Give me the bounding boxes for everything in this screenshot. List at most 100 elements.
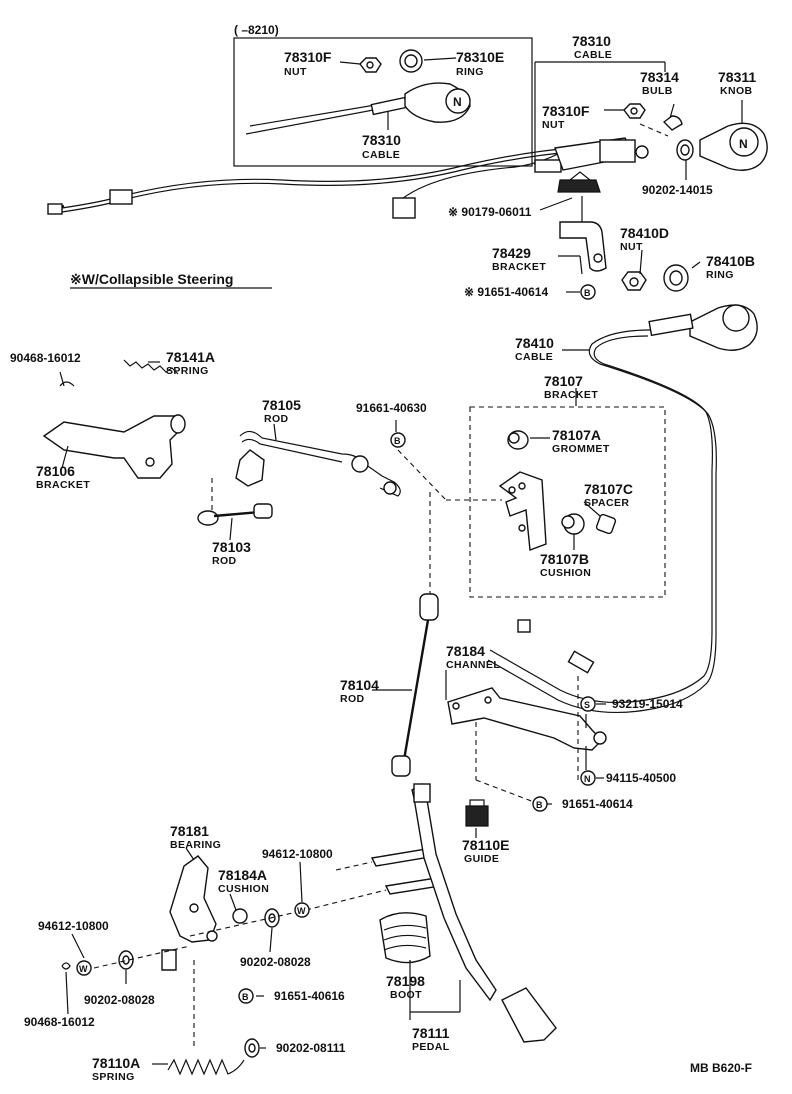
bracket-78107-group — [469, 406, 666, 598]
channel-78184-icon — [447, 687, 607, 803]
label-91651-40616: 91651-40616 — [274, 989, 345, 1003]
bulb-78314-icon — [639, 115, 683, 137]
svg-text:S: S — [584, 700, 590, 710]
name-78105: ROD — [264, 413, 289, 425]
label-78311: 78311 — [718, 69, 756, 85]
svg-text:W: W — [79, 964, 88, 974]
boot-78198-icon — [379, 912, 431, 964]
label-90179-06011: ※ 90179-06011 — [448, 205, 532, 219]
name-78106: BRACKET — [36, 479, 90, 491]
rod-78104-icon — [391, 492, 439, 777]
label-90468-16012-b: 90468-16012 — [24, 1015, 95, 1029]
svg-text:W: W — [297, 906, 306, 916]
svg-text:B: B — [584, 288, 591, 298]
connector-left-line — [93, 945, 191, 969]
bracket-78107-icon — [498, 471, 547, 551]
bearing-78181-icon — [161, 855, 218, 1050]
inset-ring-icon — [399, 49, 423, 73]
nut-78410D-icon — [621, 271, 647, 291]
name-78310-top: CABLE — [574, 49, 612, 61]
marker-b-1: B — [390, 432, 406, 448]
label-78310F-inset: 78310F — [284, 49, 332, 65]
label-78107C: 78107C — [584, 481, 633, 497]
label-78429: 78429 — [492, 245, 531, 261]
marker-n: N — [580, 770, 596, 786]
grommet-78107A-icon — [507, 430, 529, 450]
label-78198: 78198 — [386, 973, 425, 989]
name-78410D: NUT — [620, 241, 643, 253]
label-78181: 78181 — [170, 823, 209, 839]
rod-78105-icon — [235, 430, 401, 497]
label-78104: 78104 — [340, 677, 379, 693]
label-78110E: 78110E — [462, 837, 510, 853]
name-78141A: SPRING — [166, 365, 209, 377]
label-78105: 78105 — [262, 397, 301, 413]
label-78310-inset: 78310 — [362, 132, 401, 148]
label-90468-16012-a: 90468-16012 — [10, 351, 81, 365]
label-90202-14015: 90202-14015 — [642, 183, 713, 197]
label-94612-10800-a: 94612-10800 — [38, 919, 109, 933]
label-90202-08111: 90202-08111 — [276, 1041, 346, 1055]
name-78184: CHANNEL — [446, 659, 500, 671]
rod-78103-icon — [197, 478, 273, 526]
clip-90468-16012-b-icon — [61, 962, 71, 970]
label-78310-top: 78310 — [572, 33, 611, 49]
label-91661-40630: 91661-40630 — [356, 401, 427, 415]
svg-text:N: N — [584, 774, 591, 784]
label-78103: 78103 — [212, 539, 251, 555]
label-78314: 78314 — [640, 69, 679, 85]
name-78107: BRACKET — [544, 389, 598, 401]
name-78107C: SPACER — [584, 497, 629, 509]
name-78310-inset: CABLE — [362, 149, 400, 161]
name-78314: BULB — [642, 85, 673, 97]
ring-78410B-icon — [663, 264, 689, 292]
inset-cable-knob-icon: N — [245, 82, 471, 135]
range-note: ( –8210) — [234, 23, 279, 37]
name-78181: BEARING — [170, 839, 221, 851]
label-78141A: 78141A — [166, 349, 215, 365]
label-94115-40500: 94115-40500 — [606, 771, 676, 785]
label-78310E: 78310E — [456, 49, 504, 65]
name-78198: BOOT — [390, 989, 422, 1001]
marker-b-3: B — [532, 796, 548, 812]
spring-78110A-icon — [167, 1058, 245, 1076]
marker-b-2: B — [580, 284, 596, 300]
name-78111: PEDAL — [412, 1041, 450, 1053]
connector-right-line — [189, 909, 307, 937]
cushion-78107B-icon — [561, 513, 585, 535]
name-78410B: RING — [706, 269, 734, 281]
svg-text:B: B — [394, 436, 401, 446]
connector-b-line — [397, 449, 447, 501]
name-78311: KNOB — [720, 85, 753, 97]
leader-lines — [59, 57, 743, 1065]
label-94612-10800-b: 94612-10800 — [262, 847, 333, 861]
marker-w-2: W — [76, 960, 92, 976]
washer-90202-08111-icon — [244, 1038, 260, 1058]
name-78107B: CUSHION — [540, 567, 591, 579]
label-78106: 78106 — [36, 463, 75, 479]
knob-78311-letter: N — [739, 137, 748, 151]
spacer-78107C-icon — [595, 513, 617, 535]
spring-78141A-icon — [59, 359, 179, 387]
name-78184A: CUSHION — [218, 883, 269, 895]
washer-90202-14015-icon — [676, 139, 694, 161]
name-78410: CABLE — [515, 351, 553, 363]
label-91651-40614-a: ※ 91651-40614 — [464, 285, 548, 299]
name-78429: BRACKET — [492, 261, 546, 273]
name-78110A: SPRING — [92, 1071, 135, 1083]
label-93219-15014: 93219-15014 — [612, 697, 683, 711]
label-78410: 78410 — [515, 335, 554, 351]
name-78107A: GROMMET — [552, 443, 610, 455]
name-78104: ROD — [340, 693, 365, 705]
knob-letter: N — [453, 95, 462, 109]
diagram-code: MB B620-F — [690, 1061, 752, 1075]
collapsible-steering-note: ※W/Collapsible Steering — [70, 271, 233, 287]
marker-s: S — [580, 696, 596, 712]
bracket-78429-icon — [559, 196, 607, 272]
name-78110E: GUIDE — [464, 853, 499, 865]
pedal-78111-icon — [305, 782, 557, 1043]
cushion-78184A-icon — [232, 908, 248, 924]
label-78410D: 78410D — [620, 225, 669, 241]
